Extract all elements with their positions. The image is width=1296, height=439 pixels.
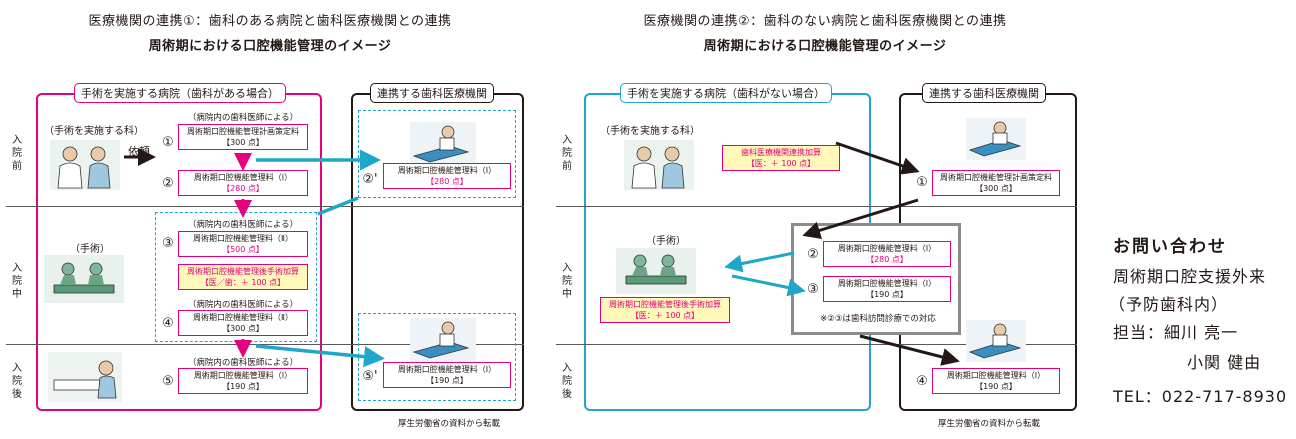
left-fee-5p-pts: 【190 点】 xyxy=(426,376,468,385)
left-dept-surgery: （手術を実施する科） xyxy=(44,126,144,137)
left-dept-op: （手術） xyxy=(70,244,110,255)
right-fee-1-pts: 【300 点】 xyxy=(975,184,1017,193)
left-fee-5p: 周術期口腔機能管理料（Ⅰ） 【190 点】 xyxy=(383,362,511,388)
left-note-3: （病院内の歯科医師による） xyxy=(187,220,299,230)
right-fee-1-name: 周術期口腔機能管理計画策定料 xyxy=(940,173,1052,182)
right-hospital-label: 手術を実施する病院（歯科がない場合） xyxy=(620,83,832,103)
right-fee-4-pts: 【190 点】 xyxy=(975,382,1017,391)
right-fee-2-pts: 【280 点】 xyxy=(866,255,908,264)
right-panel-title: 医療機関の連携②：歯科のない病院と歯科医療機関との連携 xyxy=(643,14,1007,29)
left-note-5: （病院内の歯科医師による） xyxy=(187,358,299,368)
left-fee-2-pts: 【280 点】 xyxy=(222,184,264,193)
right-stage-mid: 入院中 xyxy=(562,263,572,300)
left-fee-5-name: 周術期口腔機能管理料（Ⅰ） xyxy=(193,371,293,380)
left-dashbox-pre-dental xyxy=(358,110,516,198)
left-fee-4: 周術期口腔機能管理料（Ⅱ） 【300 点】 xyxy=(178,310,308,336)
left-fee-5-pts: 【190 点】 xyxy=(222,382,264,391)
contact-tel: TEL：022-717-8930 xyxy=(1113,387,1288,406)
right-dept-op: （手術） xyxy=(646,236,686,247)
right-dental-chair-illustration-2 xyxy=(966,320,1026,362)
left-fee-2p: 周術期口腔機能管理料（Ⅰ） 【280 点】 xyxy=(383,163,511,189)
left-dental-label: 連携する歯科医療機関 xyxy=(370,83,494,103)
right-addon-pre-name: 歯科医療機関連携加算 xyxy=(741,148,821,157)
contact-sub: （予防歯科内） xyxy=(1109,295,1229,314)
left-note-1: （病院内の歯科医師による） xyxy=(187,113,299,123)
left-fee-4-pts: 【300 点】 xyxy=(222,324,264,333)
left-num-4: ④ xyxy=(162,316,174,331)
dental-chair-illustration-1 xyxy=(410,122,476,166)
left-num-2: ② xyxy=(162,176,174,191)
left-fee-1: 周術期口腔機能管理計画策定料 【300 点】 xyxy=(178,124,308,150)
right-num-2: ② xyxy=(807,247,819,262)
right-divider-1 xyxy=(556,206,1077,207)
left-fee-3-name: 周術期口腔機能管理料（Ⅱ） xyxy=(193,234,293,243)
left-num-1: ① xyxy=(162,135,174,150)
contact-person-1: 担当：細川 亮一 xyxy=(1113,323,1239,342)
right-fee-3: 周術期口腔機能管理料（Ⅰ） 【190 点】 xyxy=(823,276,951,302)
right-fee-3-name: 周術期口腔機能管理料（Ⅰ） xyxy=(837,279,937,288)
right-addon-pre: 歯科医療機関連携加算 【医：＋ 100 点】 xyxy=(722,145,840,171)
right-stage-pre: 入院前 xyxy=(562,135,572,172)
left-stage-mid: 入院中 xyxy=(12,263,22,300)
left-num-2p: ②' xyxy=(362,172,378,187)
left-addon: 周術期口腔機能管理後手術加算 【医／歯：＋ 100 点】 xyxy=(178,264,308,290)
right-dental-chair-illustration-1 xyxy=(966,118,1026,160)
left-fee-3-pts: 【500 点】 xyxy=(222,245,264,254)
left-panel-subtitle: 周術期における口腔機能管理のイメージ xyxy=(148,39,392,54)
left-note-4: （病院内の歯科医師による） xyxy=(187,300,299,310)
left-hospital-label: 手術を実施する病院（歯科がある場合） xyxy=(74,83,286,103)
left-fee-2: 周術期口腔機能管理料（Ⅰ） 【280 点】 xyxy=(178,170,308,196)
doctor-consult-illustration xyxy=(50,140,120,190)
left-fee-2-name: 周術期口腔機能管理料（Ⅰ） xyxy=(193,173,293,182)
left-fee-5: 周術期口腔機能管理料（Ⅰ） 【190 点】 xyxy=(178,368,308,394)
left-addon-pts: 【医／歯：＋ 100 点】 xyxy=(200,278,286,287)
right-dept-surgery: （手術を実施する科） xyxy=(600,126,700,137)
right-dental-label: 連携する歯科医療機関 xyxy=(922,83,1046,103)
right-fee-4: 周術期口腔機能管理料（Ⅰ） 【190 点】 xyxy=(932,368,1060,394)
left-stage-post: 入院後 xyxy=(12,363,22,400)
left-request-label: 依頼 xyxy=(128,145,150,158)
left-fee-3: 周術期口腔機能管理料（Ⅱ） 【500 点】 xyxy=(178,231,308,257)
left-fee-2p-pts: 【280 点】 xyxy=(426,177,468,186)
dental-chair-illustration-2 xyxy=(410,318,476,362)
right-visit-note: ※②③は歯科訪問診療での対応 xyxy=(820,314,936,324)
left-num-5: ⑤ xyxy=(162,374,174,389)
right-addon-op: 周術期口腔機能管理後手術加算 【医：＋ 100 点】 xyxy=(600,297,730,323)
right-fee-4-name: 周術期口腔機能管理料（Ⅰ） xyxy=(946,371,1046,380)
left-divider-1 xyxy=(6,206,524,207)
left-num-3: ③ xyxy=(162,236,174,251)
left-fee-2p-name: 周術期口腔機能管理料（Ⅰ） xyxy=(397,166,497,175)
right-fee-2: 周術期口腔機能管理料（Ⅰ） 【280 点】 xyxy=(823,241,951,267)
right-panel-subtitle: 周術期における口腔機能管理のイメージ xyxy=(703,39,947,54)
right-fee-2-name: 周術期口腔機能管理料（Ⅰ） xyxy=(837,244,937,253)
left-fee-1-pts: 【300 点】 xyxy=(222,138,264,147)
right-addon-op-pts: 【医：＋ 100 点】 xyxy=(630,311,700,320)
right-num-1: ① xyxy=(916,175,928,190)
right-stage-post: 入院後 xyxy=(562,363,572,400)
right-fee-1: 周術期口腔機能管理計画策定料 【300 点】 xyxy=(932,170,1060,196)
right-addon-pre-pts: 【医：＋ 100 点】 xyxy=(746,159,816,168)
right-addon-op-name: 周術期口腔機能管理後手術加算 xyxy=(609,300,721,309)
left-fee-5p-name: 周術期口腔機能管理料（Ⅰ） xyxy=(397,365,497,374)
left-fee-4-name: 周術期口腔機能管理料（Ⅱ） xyxy=(193,313,293,322)
surgery-illustration xyxy=(44,255,124,303)
left-num-5p: ⑤' xyxy=(362,369,378,384)
left-addon-name: 周術期口腔機能管理後手術加算 xyxy=(187,267,299,276)
left-panel-title: 医療機関の連携①：歯科のある病院と歯科医療機関との連携 xyxy=(88,14,452,29)
right-divider-2 xyxy=(556,344,1077,345)
contact-dept: 周術期口腔支援外来 xyxy=(1113,267,1267,286)
right-num-4: ④ xyxy=(916,374,928,389)
contact-title: お問い合わせ xyxy=(1113,237,1227,257)
right-surgery-illustration xyxy=(616,248,696,294)
left-source-credit: 厚生労働省の資料から転載 xyxy=(398,419,501,429)
right-fee-3-pts: 【190 点】 xyxy=(866,290,908,299)
left-fee-1-name: 周術期口腔機能管理計画策定料 xyxy=(187,127,299,136)
right-doctor-consult-illustration xyxy=(624,140,694,190)
contact-person-2: 小関 健由 xyxy=(1187,353,1262,372)
right-source-credit: 厚生労働省の資料から転載 xyxy=(938,419,1041,429)
right-num-3: ③ xyxy=(807,282,819,297)
left-stage-pre: 入院前 xyxy=(12,135,22,172)
ward-illustration xyxy=(48,352,122,402)
